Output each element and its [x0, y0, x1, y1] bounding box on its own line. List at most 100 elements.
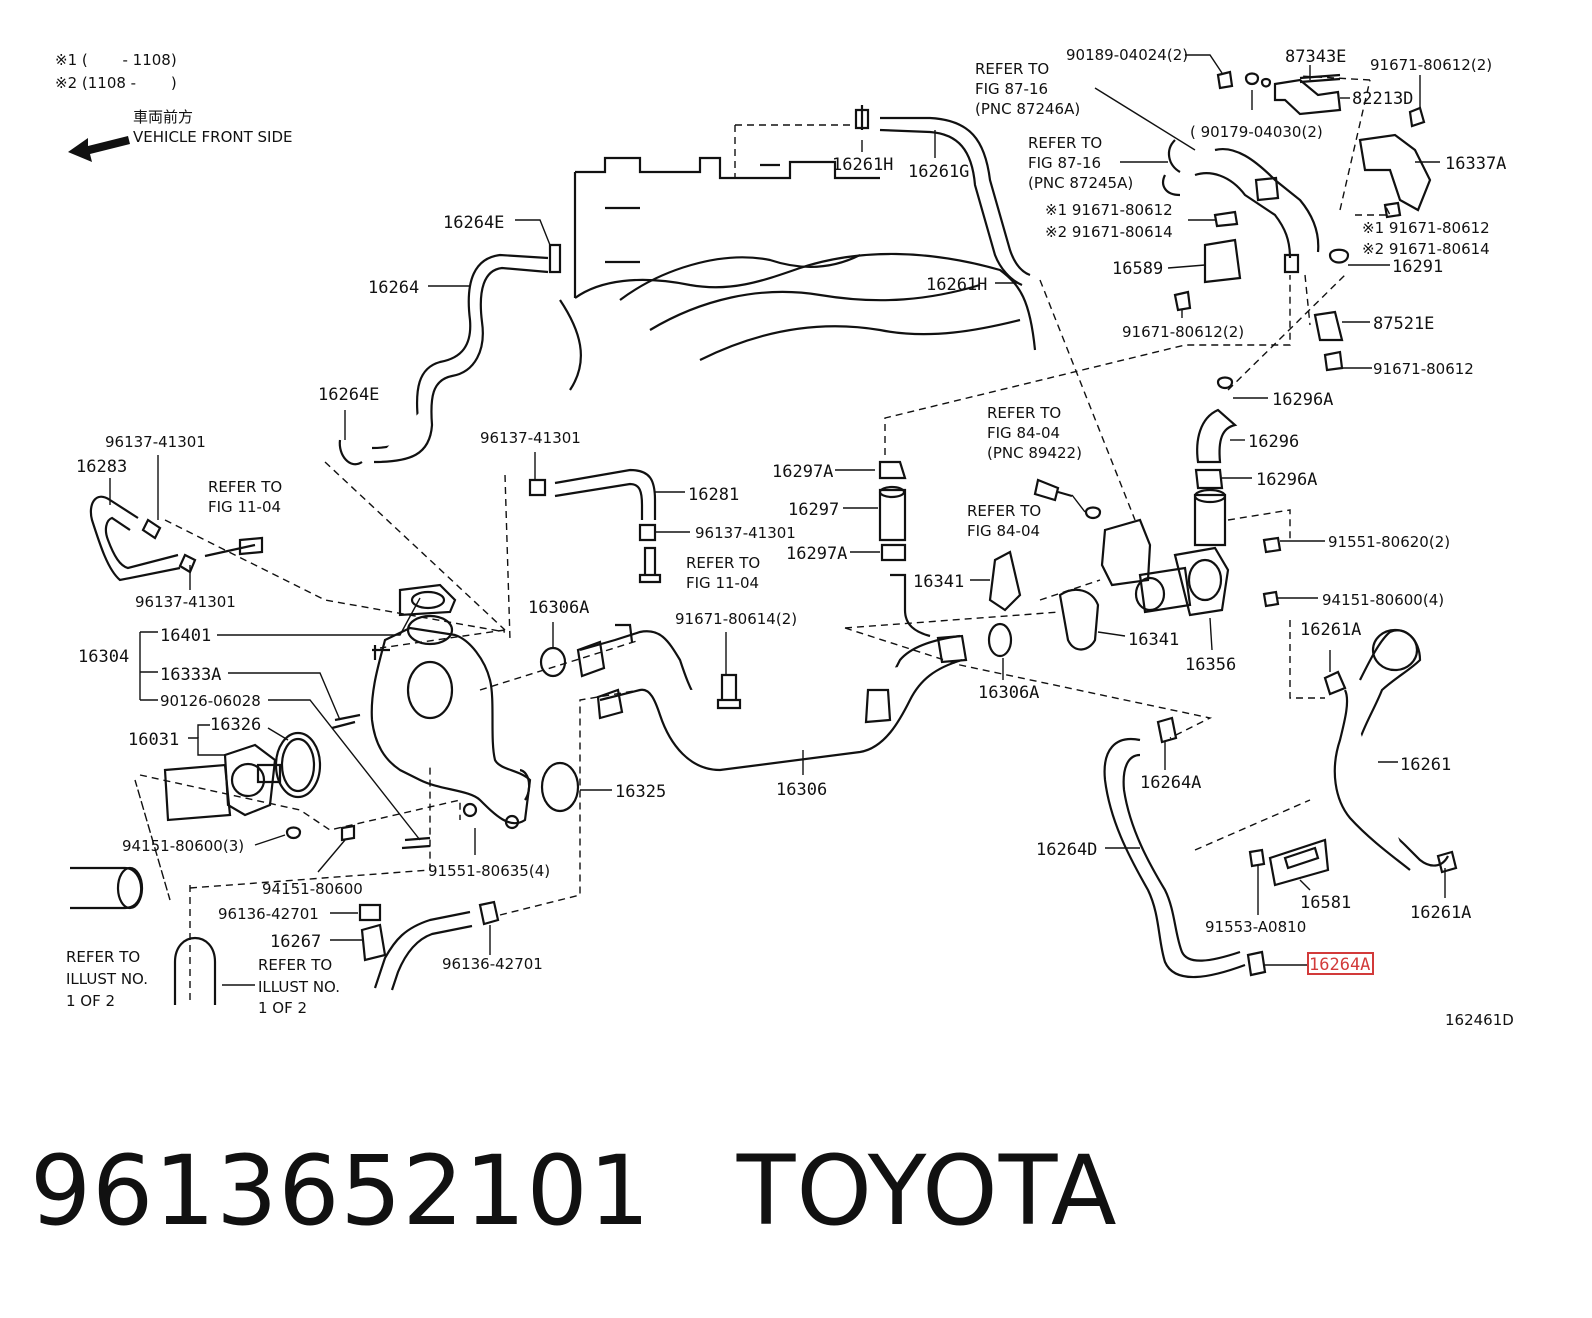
label-refer-1104-a2: FIG 11-04 [208, 498, 281, 516]
label-16291: 16291 [1392, 257, 1443, 277]
label-illust-b3: 1 OF 2 [258, 999, 307, 1017]
label-n2-91671-80614-right: ※2 91671-80614 [1362, 240, 1490, 258]
front-arrow-icon [68, 136, 130, 162]
label-16337A: 16337A [1445, 154, 1506, 174]
thermostat-16031 [163, 731, 356, 842]
label-16296A-a: 16296A [1272, 390, 1333, 410]
hose-16264D [1103, 716, 1267, 979]
label-16297A-a: 16297A [772, 462, 833, 482]
label-16283: 16283 [76, 457, 127, 477]
hose-16264 [338, 243, 562, 466]
label-16306A-a: 16306A [528, 598, 589, 618]
label-16261G: 16261G [908, 162, 969, 182]
hose-16281 [528, 468, 662, 584]
label-90179-04030: ( 90179-04030(2) [1190, 123, 1323, 141]
label-16264: 16264 [368, 278, 419, 298]
label-16261A-a: 16261A [1300, 620, 1361, 640]
label-91671-80612: 91671-80612 [1373, 360, 1474, 378]
label-refer-8716-a2: FIG 87-16 [975, 80, 1048, 98]
label-16264E-mid: 16264E [318, 385, 379, 405]
label-96137-41301-a: 96137-41301 [105, 433, 206, 451]
label-91671-80612-2a: 91671-80612(2) [1370, 56, 1492, 74]
label-refer-8716-a3: (PNC 87246A) [975, 100, 1080, 118]
water-inlet-housing-16304 [331, 583, 532, 850]
label-illust-a1: REFER TO [66, 948, 140, 966]
label-refer-8716-a1: REFER TO [975, 60, 1049, 78]
label-figure-id: 162461D [1445, 1011, 1514, 1029]
label-refer-8404-b2: FIG 84-04 [967, 522, 1040, 540]
hose-ref-left-end [116, 866, 144, 910]
label-16333A: 16333A [160, 665, 221, 685]
label-16261: 16261 [1400, 755, 1451, 775]
gasket-16341-left [988, 550, 1022, 612]
label-16264D: 16264D [1036, 840, 1097, 860]
legend-front-en: VEHICLE FRONT SIDE [133, 128, 293, 146]
footer-caption: 9613652101 TOYOTA [30, 1135, 1204, 1247]
label-91553-A0810: 91553-A0810 [1205, 918, 1306, 936]
dashed-leaders [134, 75, 1392, 1005]
label-96137-41301-d: 96137-41301 [695, 524, 796, 542]
label-96137-41301-c: 96137-41301 [480, 429, 581, 447]
label-n1-91671-80612: ※1 91671-80612 [1045, 201, 1173, 219]
label-refer-1104-a1: REFER TO [208, 478, 282, 496]
brand-name: TOYOTA [736, 1135, 1118, 1247]
label-16261H-mid: 16261H [926, 275, 987, 295]
label-refer-8404-b1: REFER TO [967, 502, 1041, 520]
label-16306: 16306 [776, 780, 827, 800]
gasket-16325 [540, 761, 580, 813]
label-refer-8716-b2: FIG 87-16 [1028, 154, 1101, 172]
label-90189-04024: 90189-04024(2) [1066, 46, 1188, 64]
legend-front-jp: 車両前方 [133, 108, 193, 126]
highlight-box-16264A [1307, 952, 1374, 975]
label-16306A-b: 16306A [978, 683, 1039, 703]
leader-lines [109, 54, 1446, 986]
label-94151-80600: 94151-80600 [262, 880, 363, 898]
label-16326: 16326 [210, 715, 261, 735]
legend-note-2: ※2 (1108 - ) [55, 74, 177, 92]
label-16031: 16031 [128, 730, 179, 750]
label-16264A-highlighted: 16264A [1309, 955, 1370, 975]
bracket-16581 [1248, 838, 1330, 887]
label-96136-42701-a: 96136-42701 [218, 905, 319, 923]
label-illust-a2: ILLUST NO. [66, 970, 148, 988]
label-16581: 16581 [1300, 893, 1351, 913]
hose-16296 [1196, 376, 1238, 464]
label-refer-8716-b1: REFER TO [1028, 134, 1102, 152]
label-96137-41301-b: 96137-41301 [135, 593, 236, 611]
label-16341-b: 16341 [1128, 630, 1179, 650]
label-refer-8716-b3: (PNC 87245A) [1028, 174, 1133, 192]
water-outlet-16356 [1033, 468, 1282, 651]
label-94151-80600-4: 94151-80600(4) [1322, 591, 1444, 609]
label-16341-a: 16341 [913, 572, 964, 592]
top-right-cluster [1162, 70, 1432, 372]
label-82213D: 82213D [1352, 89, 1413, 109]
hose-16261G [854, 105, 1031, 287]
label-16401: 16401 [160, 626, 211, 646]
label-16261H-top: 16261H [832, 155, 893, 175]
label-illust-a3: 1 OF 2 [66, 992, 115, 1010]
label-n1-91671-80612-right: ※1 91671-80612 [1362, 219, 1490, 237]
label-16297: 16297 [788, 500, 839, 520]
label-refer-8404-a3: (PNC 89422) [987, 444, 1082, 462]
label-91671-80614-2: 91671-80614(2) [675, 610, 797, 628]
label-16304: 16304 [78, 647, 129, 667]
hose-ref-left [70, 866, 143, 910]
gasket-16306A-left [539, 646, 567, 678]
hose-16297 [878, 460, 907, 562]
label-16261A-b: 16261A [1410, 903, 1471, 923]
label-n2-91671-80614: ※2 91671-80614 [1045, 223, 1173, 241]
intake-manifold [559, 124, 1037, 391]
part-number: 9613652101 [30, 1135, 651, 1247]
hose-16283 [89, 495, 264, 582]
label-16264A: 16264A [1140, 773, 1201, 793]
legend-note-1: ※1 ( - 1108) [55, 51, 177, 69]
label-16297A-b: 16297A [786, 544, 847, 564]
hose-16267 [358, 900, 500, 991]
label-illust-b1: REFER TO [258, 956, 332, 974]
label-illust-b2: ILLUST NO. [258, 978, 340, 996]
label-91551-80635: 91551-80635(4) [428, 862, 550, 880]
label-refer-1104-b2: FIG 11-04 [686, 574, 759, 592]
label-16267: 16267 [270, 932, 321, 952]
label-16325: 16325 [615, 782, 666, 802]
